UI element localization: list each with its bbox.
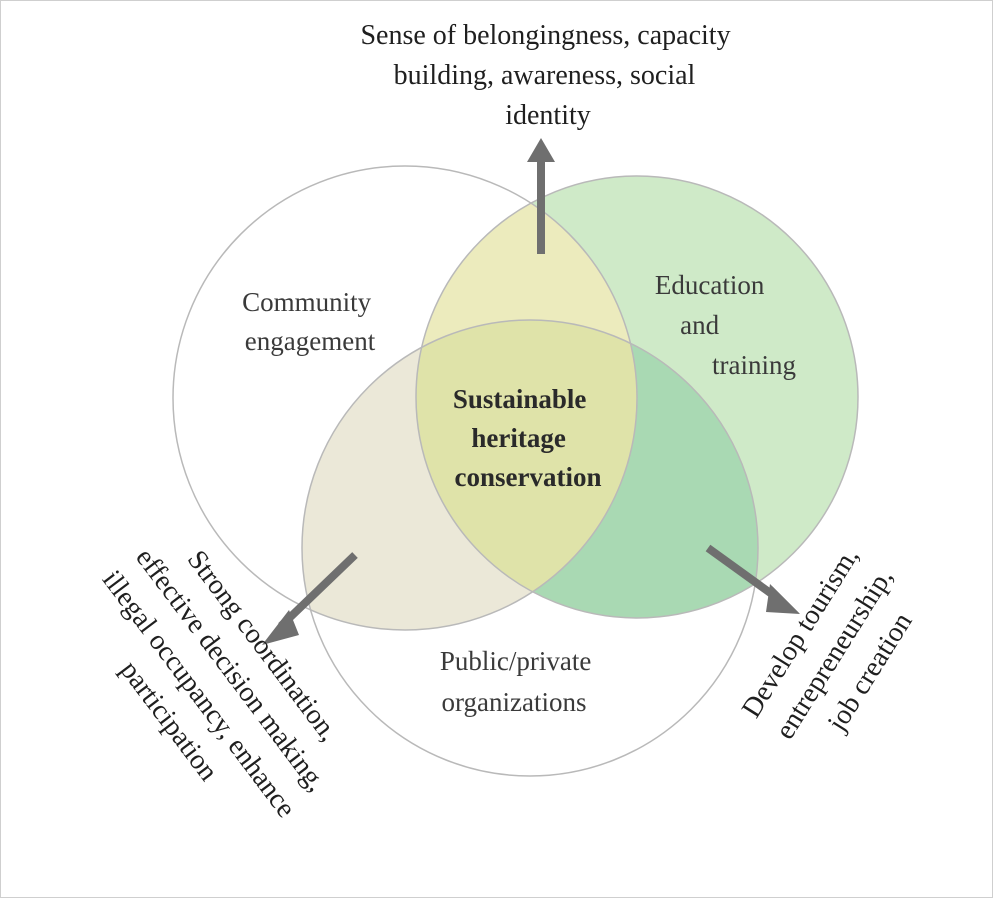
arrow-up-head <box>527 138 555 162</box>
center-label: Sustainable heritage conservation <box>453 384 602 492</box>
arrow-right <box>705 544 783 604</box>
arrow-left <box>278 552 358 629</box>
education-outline <box>415 175 859 619</box>
outcome-top: Sense of belongingness, capacity buildin… <box>360 20 737 131</box>
arrow-left-head <box>262 610 299 645</box>
community-outline <box>172 165 638 631</box>
public-label: Public/private organizations <box>440 646 598 717</box>
public-outline <box>301 319 759 777</box>
center-overlap <box>416 320 637 618</box>
education-label: Education and training <box>655 270 796 380</box>
arrow-right-head-fill <box>766 584 800 614</box>
community-label: Community engagement <box>242 287 378 356</box>
